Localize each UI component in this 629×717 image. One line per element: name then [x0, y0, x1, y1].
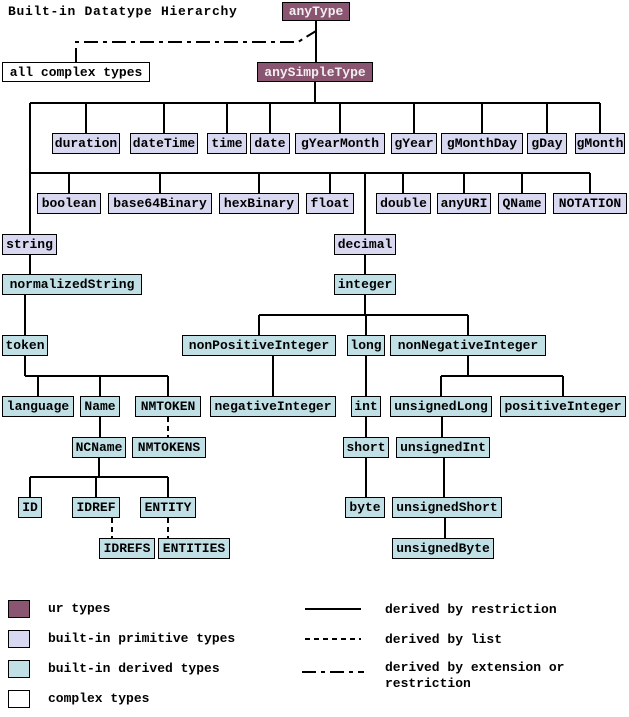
dashdot-connectors: [75, 30, 364, 673]
node-qname: QName: [498, 193, 546, 214]
legend-label-derived-by-list: derived by list: [385, 632, 503, 647]
node-normalizedstring: normalizedString: [2, 274, 142, 295]
node-name: Name: [80, 396, 120, 417]
node-unsignedbyte: unsignedByte: [392, 538, 494, 559]
node-unsignedlong: unsignedLong: [390, 396, 492, 417]
legend-label-derived-by-extension-or-restriction: derived by extension or restriction: [385, 660, 565, 691]
node-decimal: decimal: [334, 234, 396, 255]
node-idref: IDREF: [72, 497, 120, 518]
legend-label-complex-types: complex types: [48, 691, 150, 706]
node-gyear: gYear: [391, 133, 437, 154]
node-nonpositiveinteger: nonPositiveInteger: [182, 335, 336, 356]
node-anytype: anyType: [282, 2, 350, 21]
derived-types-swatch: [8, 660, 30, 678]
ur-types-swatch: [8, 600, 30, 618]
node-entities: ENTITIES: [158, 538, 230, 559]
legend-label-derived-types: built-in derived types: [48, 661, 220, 676]
legend-label-primitive-types: built-in primitive types: [48, 631, 236, 646]
node-integer: integer: [334, 274, 396, 295]
node-gmonthday: gMonthDay: [441, 133, 523, 154]
node-float: float: [306, 193, 354, 214]
node-double: double: [376, 193, 431, 214]
node-nmtoken: NMTOKEN: [135, 396, 201, 417]
node-notation: NOTATION: [553, 193, 627, 214]
node-hexbinary: hexBinary: [219, 193, 299, 214]
node-anyuri: anyURI: [437, 193, 491, 214]
node-ncname: NCName: [72, 437, 126, 458]
node-anysimpletype: anySimpleType: [257, 62, 373, 82]
node-id: ID: [18, 497, 42, 518]
node-nmtokens: NMTOKENS: [132, 437, 206, 458]
node-negativeinteger: negativeInteger: [210, 396, 336, 417]
complex-types-swatch: [8, 690, 30, 708]
node-idrefs: IDREFS: [99, 538, 155, 559]
node-time: time: [207, 133, 247, 154]
node-entity: ENTITY: [140, 497, 196, 518]
node-byte: byte: [345, 497, 385, 518]
node-positiveinteger: positiveInteger: [500, 396, 626, 417]
node-date: date: [250, 133, 290, 154]
primitive-types-swatch: [8, 630, 30, 648]
node-unsignedint: unsignedInt: [396, 437, 490, 458]
node-duration: duration: [52, 133, 120, 154]
node-unsignedshort: unsignedShort: [392, 497, 502, 518]
node-long: long: [347, 335, 385, 356]
node-gday: gDay: [527, 133, 567, 154]
node-short: short: [343, 437, 389, 458]
solid-connectors: [24, 21, 601, 610]
node-datetime: dateTime: [130, 133, 198, 154]
node-boolean: boolean: [37, 193, 101, 214]
legend-label-ur-types: ur types: [48, 601, 111, 616]
node-gmonth: gMonth: [575, 133, 625, 154]
legend-label-derived-by-restriction: derived by restriction: [385, 602, 557, 617]
node-language: language: [2, 396, 74, 417]
diagram-title: Built-in Datatype Hierarchy: [8, 4, 238, 19]
node-all-complex-types: all complex types: [2, 62, 150, 82]
node-int: int: [351, 396, 381, 417]
dashed-connectors: [111, 417, 361, 640]
node-nonnegativeinteger: nonNegativeInteger: [390, 335, 546, 356]
node-token: token: [2, 335, 48, 356]
node-base64binary: base64Binary: [108, 193, 212, 214]
node-string: string: [2, 234, 57, 255]
node-gyearmonth: gYearMonth: [295, 133, 385, 154]
